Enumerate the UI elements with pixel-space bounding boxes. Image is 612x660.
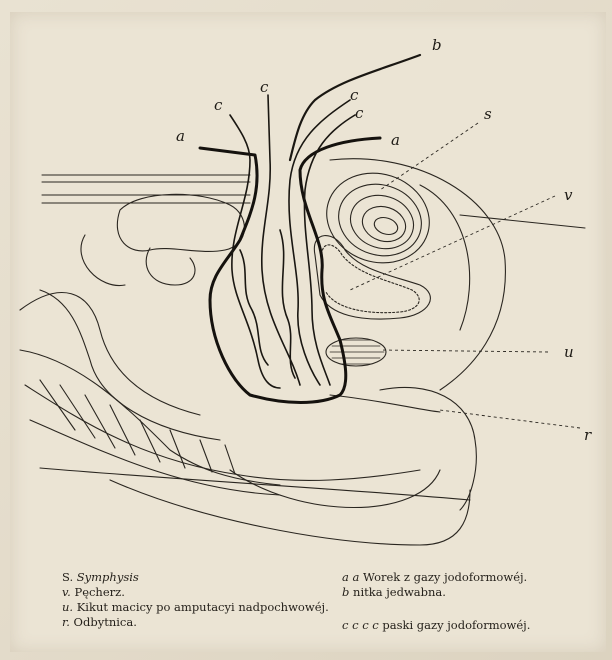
perineum-curve bbox=[110, 480, 470, 545]
symphysis-outline bbox=[420, 185, 470, 330]
label-v: v bbox=[564, 186, 573, 204]
intestine-loop bbox=[81, 235, 125, 286]
gauze-fold bbox=[240, 250, 268, 365]
label-b: b bbox=[432, 36, 442, 54]
coccyx-segments bbox=[40, 380, 235, 474]
sacrum-outline bbox=[20, 293, 200, 415]
gauze-strip bbox=[262, 95, 300, 385]
caption-silk-thread: b nitka jedwabna. bbox=[342, 587, 446, 599]
bladder-wall bbox=[322, 245, 419, 313]
symphysis-spiral bbox=[315, 160, 441, 276]
uterine-stump-hatching bbox=[330, 340, 384, 364]
abdominal-wall-line bbox=[460, 215, 585, 228]
symphysis-spiral bbox=[358, 201, 410, 247]
abdominal-wall-line bbox=[42, 175, 250, 203]
caption-rectum: r. Odbytnica. bbox=[62, 617, 137, 629]
caption-key: u. bbox=[62, 600, 73, 614]
caption-uterine-stump: u. Kikut macicy po amputacyi nadpochwowé… bbox=[62, 602, 329, 614]
symphysis-spiral bbox=[372, 215, 400, 238]
caption-gauze-strips: c c c c paski gazy jodoformowéj. bbox=[342, 620, 530, 632]
intestine-loop bbox=[146, 248, 195, 285]
caption-bladder: v. Pęcherz. bbox=[62, 587, 125, 599]
caption-key: a a bbox=[342, 570, 359, 584]
caption-text: Pęcherz. bbox=[74, 585, 124, 599]
caption-gauze-sack: a a Worek z gazy jodoformowéj. bbox=[342, 572, 527, 584]
caption-key: c c c c bbox=[342, 618, 379, 632]
coccyx-outline bbox=[30, 420, 280, 495]
perineum-curve bbox=[230, 470, 440, 508]
caption-key: b bbox=[342, 585, 349, 599]
caption-text: Kikut macicy po amputacyi nadpochwowéj. bbox=[77, 600, 329, 614]
leader-r bbox=[440, 410, 580, 428]
caption-text: Odbytnica. bbox=[74, 615, 137, 629]
sacrum-outline bbox=[40, 290, 220, 440]
caption-text: Symphysis bbox=[77, 570, 139, 584]
caption-key: v. bbox=[62, 585, 71, 599]
caption-key: r. bbox=[62, 615, 70, 629]
caption-text: nitka jedwabna. bbox=[353, 585, 446, 599]
label-a-left: a bbox=[176, 127, 185, 145]
label-c-4: c bbox=[355, 104, 364, 122]
rectum-outline bbox=[330, 395, 440, 412]
caption-key: S. bbox=[62, 570, 73, 584]
label-c-1: c bbox=[214, 96, 223, 114]
bladder bbox=[314, 236, 430, 320]
caption-symphysis: S. Symphysis bbox=[62, 572, 139, 584]
sacrum-outline bbox=[20, 350, 280, 485]
leader-u bbox=[380, 350, 548, 352]
caption-text: Worek z gazy jodoformowéj. bbox=[363, 570, 527, 584]
label-r: r bbox=[584, 426, 592, 444]
label-u: u bbox=[564, 343, 574, 361]
label-s: s bbox=[484, 105, 492, 123]
leader-v bbox=[350, 196, 555, 290]
label-c-2: c bbox=[260, 78, 269, 96]
caption-text: paski gazy jodoformowéj. bbox=[382, 618, 530, 632]
label-a-right: a bbox=[391, 131, 400, 149]
label-c-3: c bbox=[350, 86, 359, 104]
rectum-outline bbox=[380, 387, 476, 510]
